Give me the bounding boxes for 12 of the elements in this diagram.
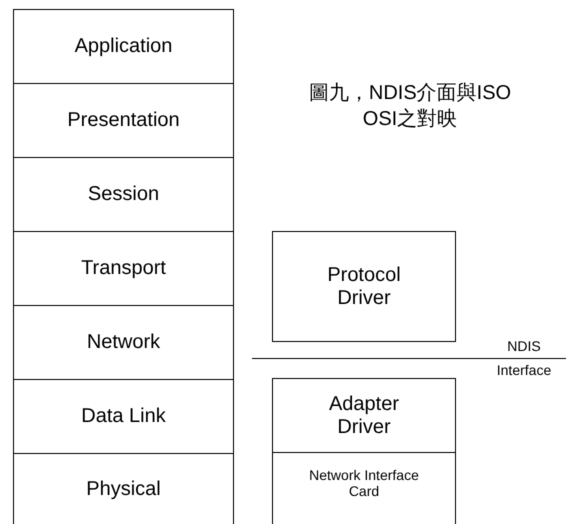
driver-box: Protocol Driver (272, 231, 456, 342)
card-box: Network Interface Card (272, 452, 456, 524)
layer-box: Application (13, 9, 234, 84)
layer-box: Session (13, 157, 234, 232)
figure-title: 圖九，NDIS介面與ISO OSI之對映 (308, 81, 512, 132)
layer-box: Network (13, 305, 234, 380)
layer-box: Physical (13, 453, 234, 524)
layer-box: Data Link (13, 379, 234, 454)
layer-box: Transport (13, 231, 234, 306)
interface-label: NDIS Interface (496, 337, 552, 380)
driver-box: Adapter Driver (272, 378, 456, 453)
layer-box: Presentation (13, 83, 234, 158)
